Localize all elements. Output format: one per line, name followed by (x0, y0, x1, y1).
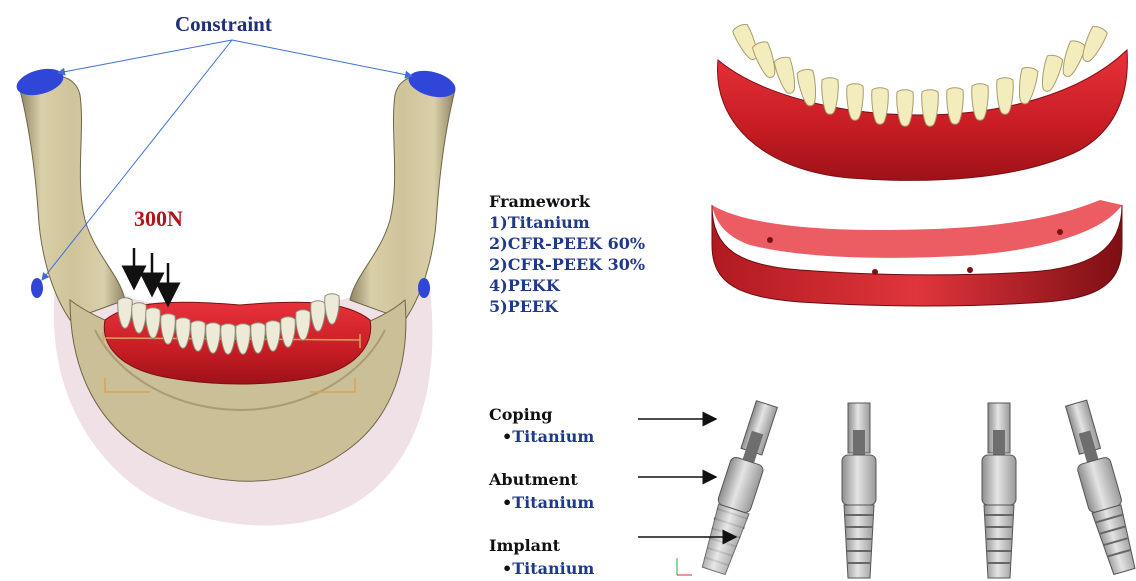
implant-assembly-4 (1060, 399, 1136, 577)
implant-assembly-3 (982, 403, 1016, 578)
framework-bar (712, 200, 1122, 306)
load-arrows (134, 248, 168, 305)
axis-triad (677, 558, 692, 575)
component-name: Abutment (489, 470, 578, 489)
denture-prosthesis (717, 22, 1127, 180)
right-ramus (350, 76, 455, 320)
framework-material: 5)PEEK (489, 297, 558, 316)
mandible-model (14, 40, 459, 525)
implant-assembly-2 (842, 403, 876, 578)
component-material: •Titanium (502, 559, 594, 578)
component-material: •Titanium (502, 493, 594, 512)
framework-material: 2)CFR-PEEK 60% (489, 234, 645, 253)
component-name: Implant (489, 536, 560, 555)
framework-material: 4)PEKK (489, 276, 560, 295)
framework-material: 2)CFR-PEEK 30% (489, 255, 645, 274)
constraint-leader-lines (42, 40, 412, 280)
force-label: 300N (134, 206, 183, 232)
component-name: Coping (489, 405, 553, 424)
implant-assembly-1 (697, 399, 783, 576)
component-material: •Titanium (502, 427, 594, 446)
framework-title: Framework (489, 192, 590, 211)
constraint-label: Constraint (175, 12, 272, 37)
framework-material: 1)Titanium (489, 213, 590, 232)
